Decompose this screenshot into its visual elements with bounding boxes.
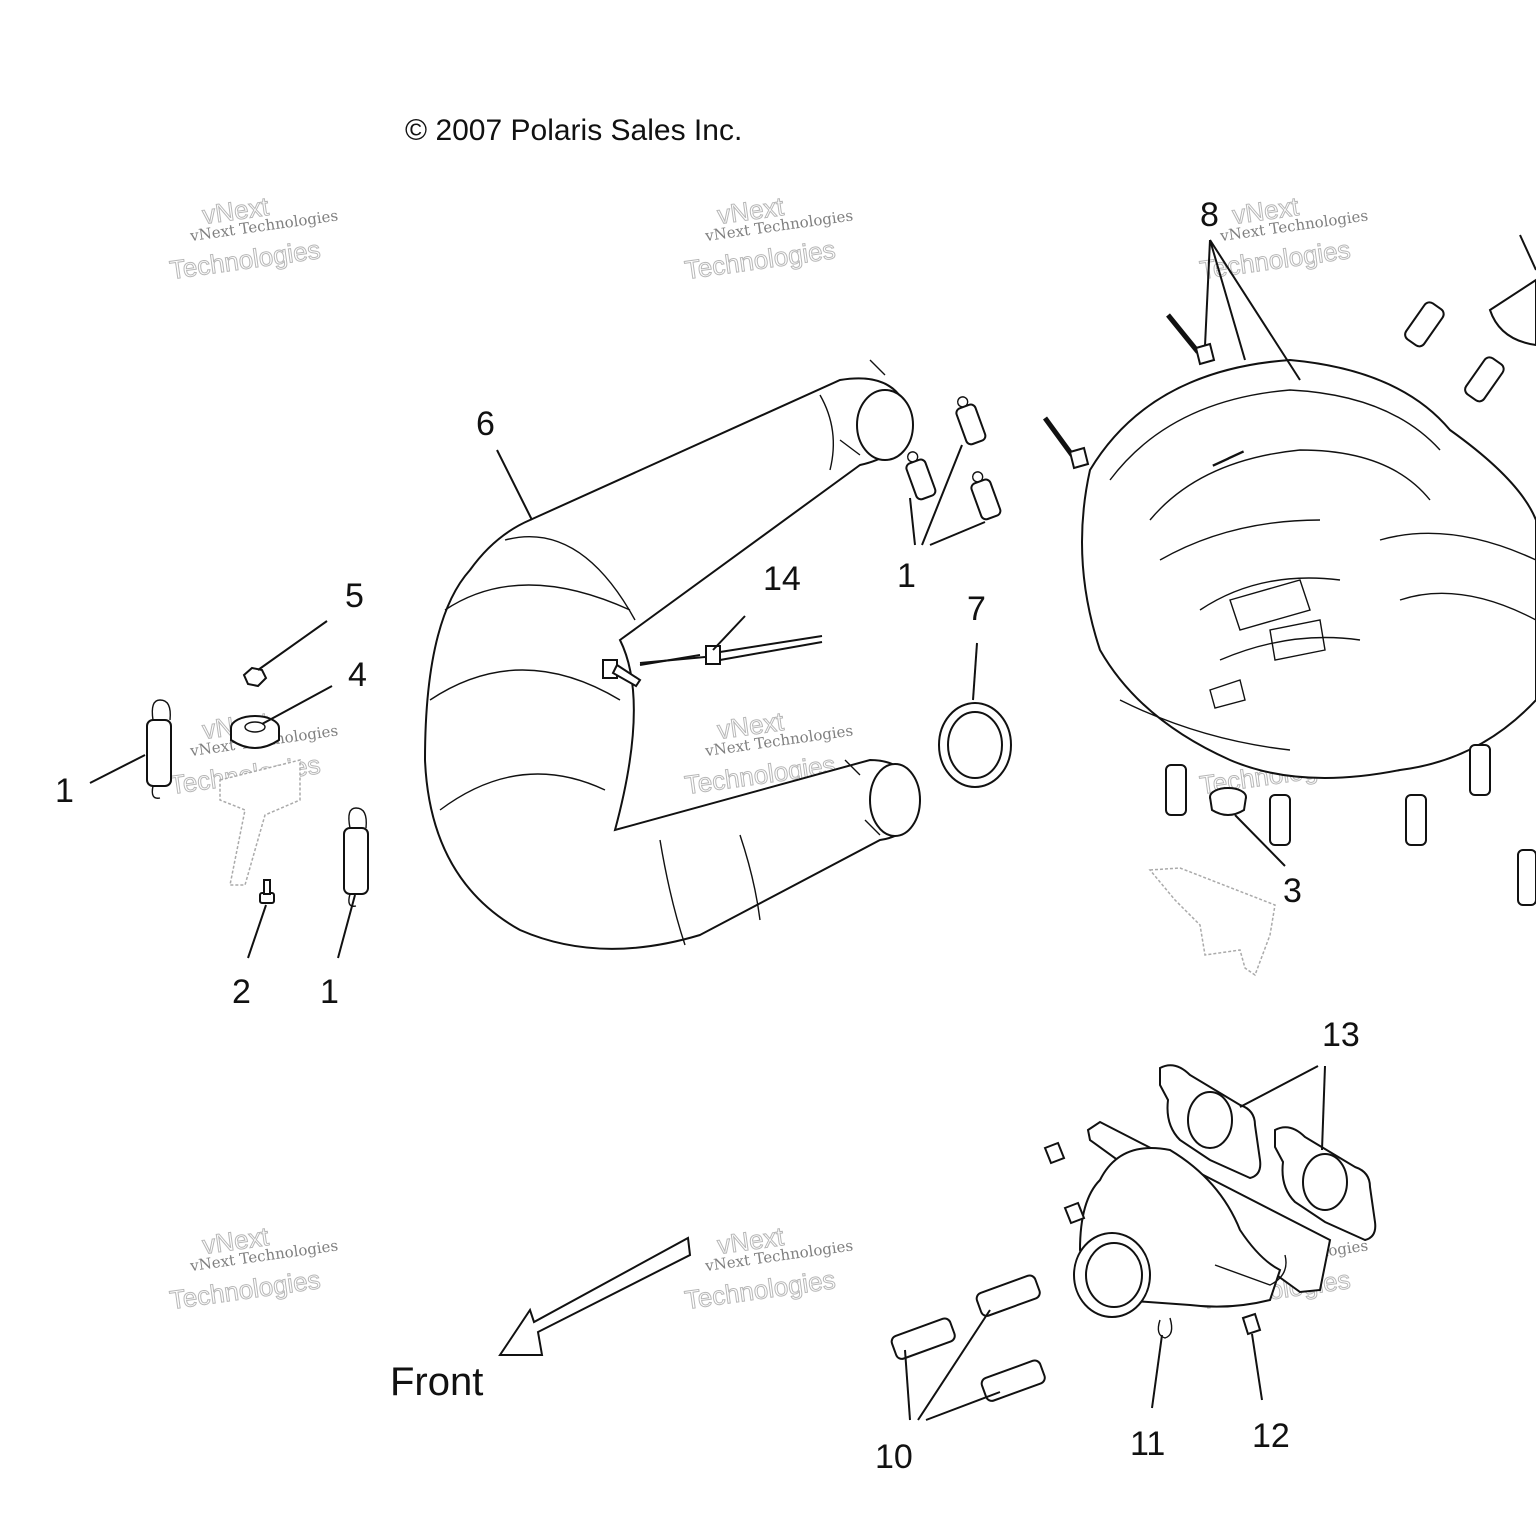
callout-2: 2 bbox=[232, 973, 251, 1011]
callout-11: 11 bbox=[1130, 1425, 1165, 1463]
callout-3: 3 bbox=[1283, 872, 1302, 910]
watermark-bottom-mid: vNext vNext Technologies Technologies bbox=[682, 1221, 854, 1316]
watermark-bottom-left: vNext vNext Technologies Technologies bbox=[167, 1221, 339, 1316]
bolts-part-12 bbox=[1043, 1141, 1262, 1336]
bracket-faint-right bbox=[1148, 867, 1276, 977]
bolt-part-2 bbox=[259, 879, 275, 904]
nut-part-5 bbox=[242, 666, 268, 688]
springs-part-10 bbox=[890, 1274, 1046, 1402]
callout-10: 10 bbox=[875, 1438, 913, 1476]
sensor-part-14 bbox=[602, 635, 823, 688]
callout-13: 13 bbox=[1322, 1016, 1360, 1054]
muffler-assembly: ━━━━ bbox=[1081, 358, 1536, 779]
watermark-top-mid: vNext vNext Technologies Technologies bbox=[682, 191, 854, 286]
callout-1-top: 1 bbox=[897, 557, 916, 595]
gaskets-part-13 bbox=[1159, 1064, 1377, 1242]
leader-lines bbox=[89, 239, 1326, 1421]
gasket-ring-part-7 bbox=[938, 702, 1012, 788]
callout-5: 5 bbox=[345, 577, 364, 615]
callout-6: 6 bbox=[476, 405, 495, 443]
front-label: Front bbox=[390, 1360, 483, 1404]
fasteners-part-8 bbox=[1042, 313, 1216, 470]
springs-part-1-left bbox=[146, 699, 369, 907]
springs-part-1-upper bbox=[905, 396, 1002, 521]
bracket-faint-left bbox=[219, 759, 301, 886]
callout-12: 12 bbox=[1252, 1417, 1290, 1455]
callout-1-left: 1 bbox=[55, 772, 74, 810]
callout-8: 8 bbox=[1200, 196, 1219, 234]
callout-4: 4 bbox=[348, 656, 367, 694]
callout-7: 7 bbox=[967, 590, 986, 628]
callout-1-bottom: 1 bbox=[320, 973, 339, 1011]
exhaust-pipe-part-6 bbox=[423, 359, 922, 950]
tail-pipe-partial bbox=[1488, 234, 1536, 347]
exhaust-manifold-part-11 bbox=[1073, 1120, 1332, 1339]
front-direction-arrow bbox=[498, 1236, 692, 1356]
watermark-top-left: vNext vNext Technologies Technologies bbox=[167, 191, 339, 286]
springs-right bbox=[1165, 301, 1536, 906]
grommet-part-4 bbox=[230, 715, 280, 749]
copyright-text: © 2007 Polaris Sales Inc. bbox=[405, 114, 742, 147]
callout-numbers: 1 1 1 2 3 4 5 6 7 8 10 11 12 13 14 bbox=[55, 196, 1360, 1476]
grommet-part-3 bbox=[1209, 787, 1247, 816]
callout-14: 14 bbox=[763, 560, 801, 598]
